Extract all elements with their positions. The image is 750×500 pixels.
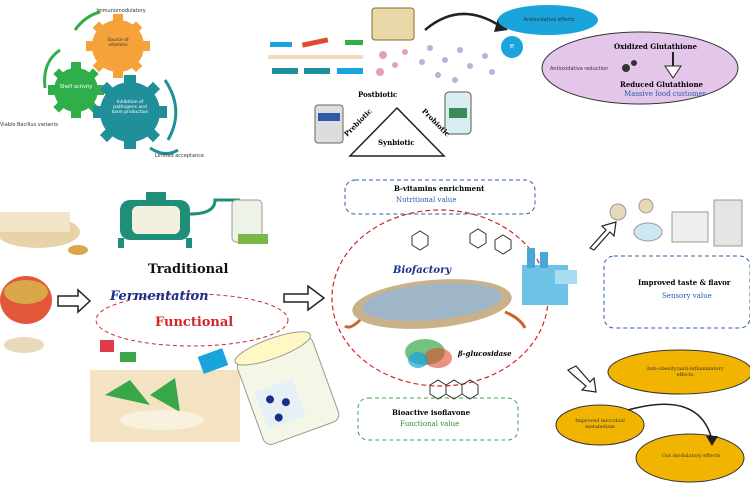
isoflavone-subtitle: Functional value bbox=[400, 420, 460, 428]
synbiotic-label: Synbiotic bbox=[378, 138, 415, 147]
gear-green-icon bbox=[48, 62, 104, 118]
glutathione-ellipse bbox=[541, 31, 739, 105]
isoflavone-box bbox=[357, 397, 519, 441]
arrow-right-icon-2 bbox=[283, 284, 326, 312]
reduced-glutathione-label: Reduced Glutathione bbox=[620, 80, 703, 89]
taste-title: Improved taste & flavor bbox=[638, 278, 731, 287]
vitamin-title: B-vitamins enrichment bbox=[394, 184, 485, 193]
functional-label: Functional bbox=[155, 315, 234, 330]
gear-left-label: Viable Bacillus variants bbox=[0, 122, 59, 128]
biofactory-label: Biofactory bbox=[393, 265, 452, 276]
antioxidant-ellipse bbox=[498, 5, 598, 35]
particles-icon bbox=[376, 45, 495, 83]
molecule-icon bbox=[411, 228, 512, 400]
electron-label: e bbox=[509, 42, 515, 50]
arrow-down-right-icon bbox=[566, 365, 597, 393]
milk-carton-icon bbox=[234, 331, 340, 445]
effect-ellipse-2 bbox=[555, 404, 645, 446]
vitamin-box bbox=[344, 179, 536, 215]
effect1-label: Anti-obesity/anti-inflammatory effects bbox=[646, 366, 724, 378]
prebiotic-package-icon bbox=[314, 104, 344, 144]
fermented-food-scene bbox=[90, 370, 240, 442]
effect-ellipse-1 bbox=[607, 349, 750, 395]
tableware-icon bbox=[609, 198, 743, 247]
postbiotic-label: Postbiotic bbox=[358, 90, 398, 99]
arrow-up-right-icon bbox=[589, 221, 617, 251]
gear-orange-icon bbox=[86, 14, 150, 78]
effect-ellipse-3 bbox=[635, 433, 745, 483]
taste-subtitle: Sensory value bbox=[662, 292, 712, 300]
product-box-icon bbox=[371, 7, 415, 41]
traditional-label: Traditional bbox=[148, 262, 229, 277]
fermenter-tank-icon bbox=[118, 192, 268, 248]
functional-ellipse bbox=[95, 293, 289, 347]
arrow-right-icon bbox=[57, 288, 92, 314]
bacterium-cell-icon bbox=[344, 279, 527, 329]
glucosidase-label: β-glucosidase bbox=[458, 349, 512, 358]
gear-top-label: Immunomodulatory bbox=[96, 8, 146, 14]
oxidized-glutathione-label: Oxidized Glutathione bbox=[614, 42, 697, 51]
isoflavone-title: Bioactive isoflavone bbox=[392, 408, 471, 417]
glutathione-value-label: Massive food customer bbox=[624, 90, 706, 98]
gear-teal-label: Inhibition of pathogens and toxin produc… bbox=[111, 100, 149, 115]
antioxidant-label: Antioxidative effects bbox=[523, 17, 575, 23]
fermentation-label: Fermentation bbox=[110, 289, 209, 304]
gear-green-label: Shelf activity bbox=[59, 84, 93, 90]
vitamin-subtitle: Nutritional value bbox=[396, 196, 457, 204]
antiox-reduction-label: Antioxidative reduction bbox=[550, 66, 609, 72]
gear-bottom-label: Limited acceptance bbox=[155, 153, 205, 159]
synbiotic-triangle bbox=[348, 106, 446, 157]
effect2-label: Improved microbial metabolism bbox=[575, 418, 625, 430]
gear-orange-label: Source of vitamins bbox=[107, 38, 129, 48]
protein-structure-icon bbox=[405, 339, 452, 368]
taste-box bbox=[603, 255, 750, 329]
effect3-label: Gut modulatory effects bbox=[661, 453, 721, 459]
dna-strips-icon bbox=[268, 37, 363, 74]
factory-icon bbox=[522, 248, 577, 305]
